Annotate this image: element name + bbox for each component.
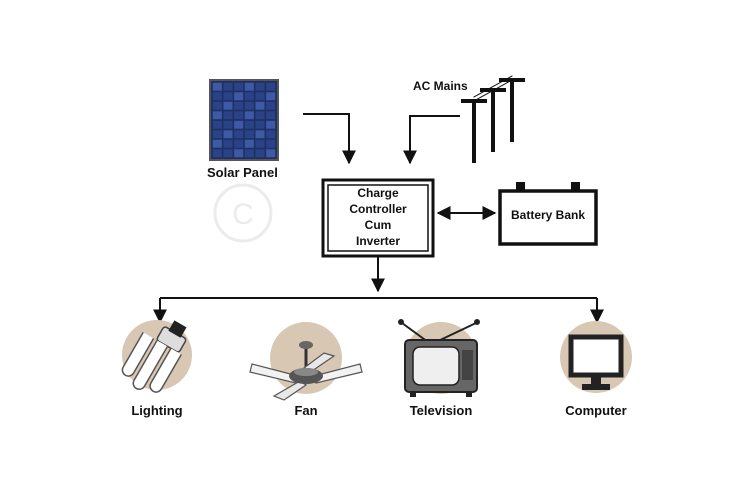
computer-monitor-icon — [568, 334, 624, 390]
fan-label: Fan — [294, 403, 318, 418]
solar-cell — [234, 120, 244, 129]
ac-mains-label: AC Mains — [413, 79, 468, 93]
solar-cell — [212, 139, 222, 148]
svg-text:C: C — [232, 198, 254, 231]
controller-label: Charge Controller Cum Inverter — [328, 185, 428, 249]
solar-cell — [212, 130, 222, 139]
television-label: Television — [409, 403, 473, 418]
solar-cell — [266, 120, 276, 129]
solar-cell — [255, 111, 265, 120]
solar-cell — [234, 149, 244, 158]
solar-cell — [234, 101, 244, 110]
solar-cell — [223, 111, 233, 120]
battery-icon — [498, 182, 598, 246]
cfl-bulb-icon — [121, 320, 187, 393]
solar-cell — [223, 101, 233, 110]
solar-cell — [244, 92, 254, 101]
solar-cell — [255, 82, 265, 91]
solar-cell — [255, 92, 265, 101]
solar-cell — [223, 82, 233, 91]
solar-cell — [244, 139, 254, 148]
solar-cell — [255, 120, 265, 129]
solar-cell — [212, 149, 222, 158]
solar-cell — [234, 92, 244, 101]
solar-cell — [212, 82, 222, 91]
solar-cell — [244, 111, 254, 120]
solar-cell — [266, 130, 276, 139]
solar-cell — [244, 130, 254, 139]
solar-cell — [234, 139, 244, 148]
solar-cell — [234, 130, 244, 139]
solar-cell — [212, 120, 222, 129]
solar-cell — [255, 130, 265, 139]
solar-cell — [212, 92, 222, 101]
solar-cell — [223, 139, 233, 148]
controller-label-line1: Charge — [357, 186, 399, 200]
solar-cell — [223, 120, 233, 129]
solar-cell — [212, 111, 222, 120]
solar-cell — [244, 120, 254, 129]
controller-label-line4: Inverter — [355, 234, 401, 248]
solar-cell — [266, 149, 276, 158]
controller-label-line2: Controller — [349, 202, 407, 216]
ceiling-fan-icon — [249, 341, 363, 401]
solar-cell — [244, 101, 254, 110]
solar-cell — [223, 149, 233, 158]
solar-cell — [212, 101, 222, 110]
lighting-label: Lighting — [131, 403, 183, 418]
solar-cell — [266, 101, 276, 110]
source-arrows — [303, 113, 460, 165]
solar-cell — [234, 82, 244, 91]
ac-mains-poles-icon — [461, 75, 525, 163]
television-icon — [398, 319, 480, 397]
controller-label-line3: Cum — [364, 218, 392, 232]
distribution-lines — [153, 256, 604, 324]
solar-cell — [244, 82, 254, 91]
solar-cell — [234, 111, 244, 120]
solar-cell — [266, 82, 276, 91]
computer-label: Computer — [565, 403, 627, 418]
solar-panel-label: Solar Panel — [207, 165, 278, 180]
solar-cell — [266, 92, 276, 101]
battery-label: Battery Bank — [510, 208, 586, 222]
solar-cell — [223, 92, 233, 101]
solar-cell — [255, 139, 265, 148]
solar-cell — [223, 130, 233, 139]
copyright-watermark: C — [213, 183, 273, 243]
solar-cell — [266, 139, 276, 148]
solar-panel-icon — [209, 79, 279, 161]
solar-cell — [255, 101, 265, 110]
solar-cell — [255, 149, 265, 158]
solar-cell — [244, 149, 254, 158]
solar-cell — [266, 111, 276, 120]
